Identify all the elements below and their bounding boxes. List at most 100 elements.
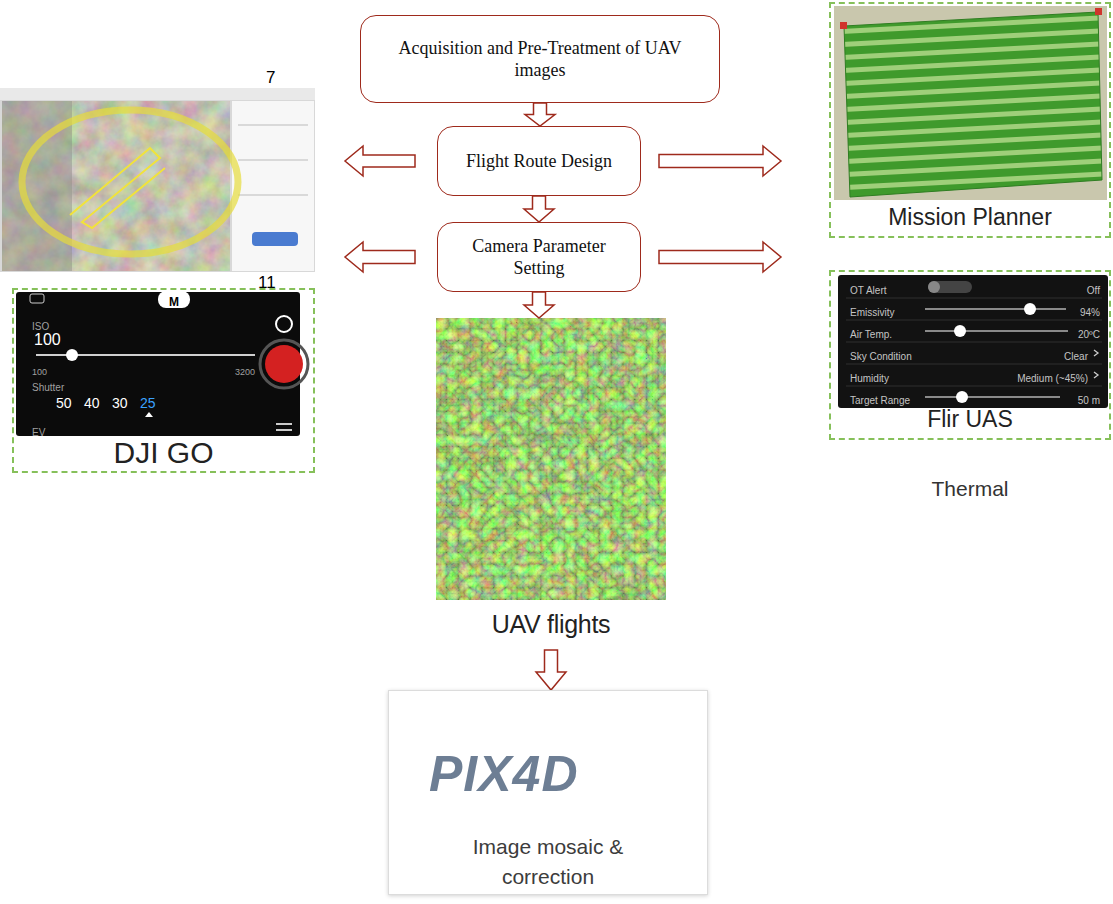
map-screenshot-part [70,148,165,228]
screen-text: 50 [56,395,72,411]
label-anchor: 94% [1100,302,1113,320]
block-arrow [345,242,415,272]
screen-text: 25 [140,395,156,411]
mission-planner-image-part [844,12,1102,197]
screen-text: M [169,296,179,310]
map-screenshot-part [238,125,308,126]
block-arrow [659,146,781,176]
flir-screenshot-part [846,364,1102,365]
screen-text: ISO [32,321,49,333]
screen-text: Shutter [32,382,64,394]
label-anchor: Air Temp. [850,324,892,342]
screen-text: Off [1087,285,1100,297]
box-label: Flight Route Design [466,150,612,173]
block-arrow [345,146,415,176]
screen-text: 94% [1080,307,1100,319]
label-anchor: 50 [56,394,72,412]
flir-screenshot-part [846,320,1102,321]
screen-text: 100 [34,331,61,349]
dji-go-screenshot-part [265,345,303,383]
screen-text: 50 m [1078,395,1100,407]
label-anchor: Target Range [850,390,910,408]
box-label: Camera Parameter Setting [459,235,619,280]
mission-planner-image-part [834,6,1107,200]
screen-text: Sky Condition [850,351,912,363]
flir-screenshot-part [954,325,966,337]
flir-screenshot-part [846,386,1102,387]
dji-go-screenshot-part [276,429,292,431]
process-box: Camera Parameter Setting [437,222,641,292]
logo-panel: PIX4D Image mosaic & correction [388,690,708,895]
map-screenshot-part [22,110,238,254]
label-anchor: Shutter [32,377,64,395]
label-anchor: Off [1100,280,1113,298]
label-anchor: EV [32,422,45,440]
label-anchor: 30 [112,394,128,412]
label-anchor: 100 [34,331,61,349]
dji-go-screenshot-part [16,292,300,436]
label-anchor: 25 [140,394,156,412]
flir-screenshot-part [1024,303,1036,315]
image-panel: Mission Planner [829,2,1111,238]
dji-go-screenshot-part [158,291,190,308]
flir-screenshot-part [1094,372,1098,378]
label-anchor: OT Alert [850,280,887,298]
flir-screenshot-part [846,298,1102,299]
screen-text: Medium (~45%) [1017,373,1088,385]
flir-screenshot [838,275,1108,408]
dji-go-screenshot-part [66,349,78,361]
label-anchor: Emissivity [850,302,894,320]
caption: Flir UAS [831,406,1109,433]
screen-text: 40 [84,395,100,411]
caption: Thermal [831,477,1109,501]
dji-go-screenshot-part [30,294,44,303]
label-anchor: Humidity [850,368,889,386]
block-arrow [659,242,781,272]
flir-screenshot-part [846,342,1102,343]
screen-text: 20ºC [1078,329,1100,341]
block-arrow [536,650,566,690]
screen-text: Air Temp. [850,329,892,341]
caption: Image mosaic & correction [448,832,648,893]
screen-text: 30 [112,395,128,411]
flir-screenshot-part [928,281,972,293]
callout-number: 7 [266,68,275,88]
block-arrow [525,103,555,126]
flir-screenshot-part [925,308,1066,310]
label-anchor: 40 [84,394,100,412]
foliage-photo-part [436,318,666,600]
label-anchor: 20ºC [1100,324,1113,342]
flir-screenshot-part [838,275,1108,408]
caption: DJI GO [14,436,313,470]
map-screenshot-part [238,160,308,161]
map-screenshot [0,88,315,272]
label-anchor: 7 [266,68,275,88]
label-anchor: 3200 [255,361,275,379]
label-anchor: ISO [32,316,49,334]
screen-text: Clear [1064,351,1088,363]
flir-screenshot-part [925,330,1068,332]
caption: UAV flights [436,610,666,639]
caption: PIX4D [389,747,707,802]
map-screenshot-part [232,101,314,271]
label-anchor: M [174,292,184,310]
mission-planner-image [834,6,1107,200]
caption: Mission Planner [831,204,1109,231]
dji-go-screenshot-part [276,316,292,332]
image-panel: DJI GO [12,288,315,473]
flir-screenshot-part [925,396,1060,398]
dji-go-screenshot-part [276,423,292,425]
label-anchor: Sky Condition [850,346,912,364]
map-screenshot-part [252,232,298,246]
flir-screenshot-part [956,391,968,403]
image-panel: Flir UASThermal [829,270,1111,440]
map-screenshot-part [0,88,315,100]
screen-text: 100 [32,367,47,377]
mission-planner-image-part [840,22,847,29]
process-box: Acquisition and Pre-Treatment of UAV ima… [360,15,720,103]
screen-text: Target Range [850,395,910,407]
label-anchor: Clear [1088,346,1112,364]
screen-text: Humidity [850,373,889,385]
dji-go-screenshot [16,291,308,436]
